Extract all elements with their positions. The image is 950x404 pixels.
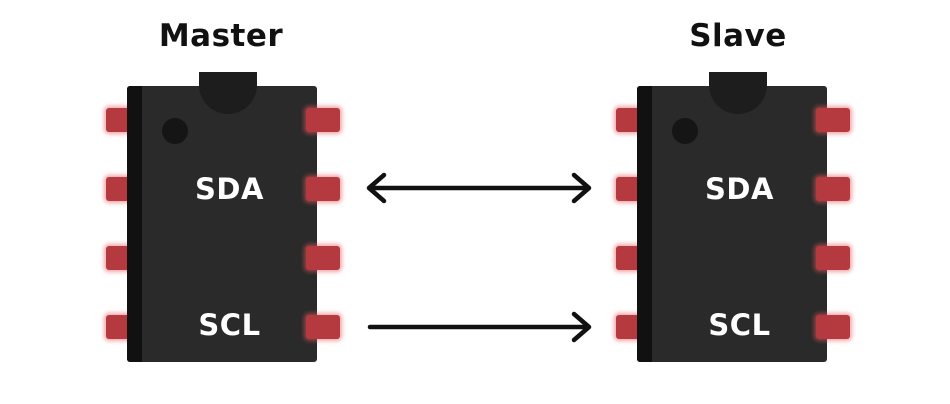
master-pin-right-4 (306, 315, 340, 339)
slave-scl-label: SCL (708, 308, 771, 342)
sda-arrowhead-left (366, 172, 387, 204)
master-scl-label: SCL (198, 308, 261, 342)
slave-title: Slave (689, 18, 787, 54)
slave-chip-body: SDA SCL (637, 72, 827, 362)
master-chip-body: SDA SCL (127, 72, 317, 362)
master-pin-right-2 (306, 177, 340, 201)
slave-pin-right-3 (816, 246, 850, 270)
master-title: Master (158, 18, 284, 54)
slave-sda-label: SDA (705, 172, 774, 206)
scl-arrow (367, 311, 592, 343)
master-chip: SDA SCL (97, 72, 347, 362)
slave-pin-right-4 (816, 315, 850, 339)
master-pin1-marker (162, 118, 188, 144)
sda-arrowhead-right (571, 172, 592, 204)
slave-pin1-marker (672, 118, 698, 144)
master-pin-right-3 (306, 246, 340, 270)
slave-pin-right-2 (816, 177, 850, 201)
slave-pin-right-1 (816, 108, 850, 132)
slave-chip: SDA SCL (607, 72, 857, 362)
sda-arrow (366, 172, 592, 204)
scl-arrowhead-right (571, 311, 592, 343)
master-pin-right-1 (306, 108, 340, 132)
master-sda-label: SDA (195, 172, 264, 206)
